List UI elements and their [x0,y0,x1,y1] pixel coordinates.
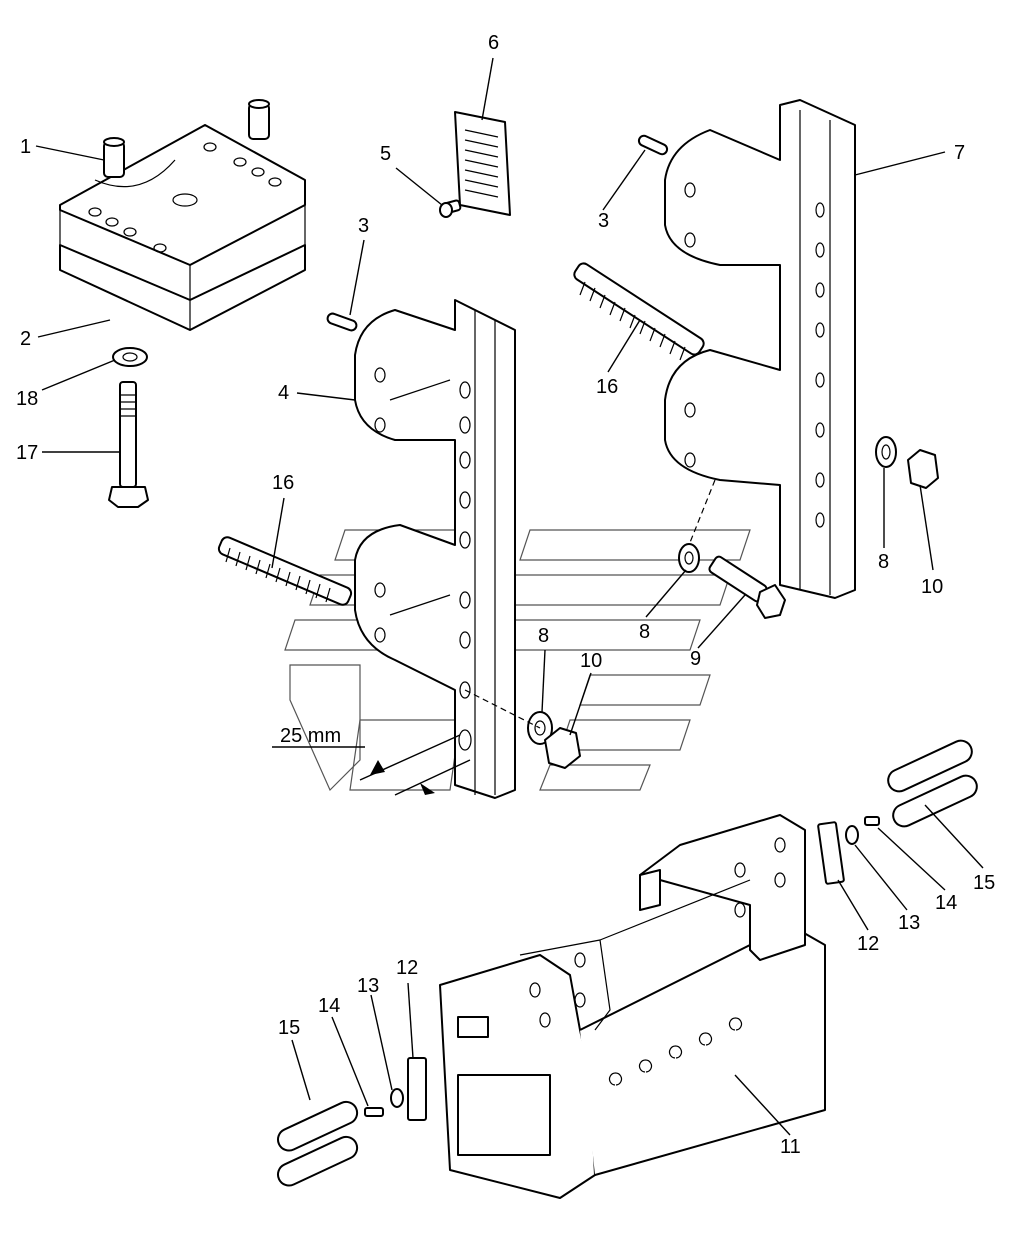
callout-6: 6 [488,32,499,54]
part-threaded-rod-16 [217,262,705,606]
callout-14-left: 14 [318,995,340,1017]
part-pin-3 [326,134,669,332]
part-dowel-1 [103,99,270,178]
dimension-label: 25 mm [280,725,341,747]
callout-2: 2 [20,328,31,350]
callout-16-left: 16 [272,472,294,494]
callout-8-right: 8 [878,551,889,573]
callout-10-lower: 10 [580,650,602,672]
callout-labels: 1 2 18 17 6 5 3 4 16 3 7 16 8 10 8 9 8 1… [16,32,995,1158]
callout-15-right: 15 [973,872,995,894]
callout-15-left: 15 [278,1017,300,1039]
part-bracket-7 [664,99,856,599]
callout-12-left: 12 [396,957,418,979]
callout-11: 11 [780,1136,801,1158]
part-nut-10 [544,449,939,769]
callout-14-right: 14 [935,892,957,914]
callout-8-lower: 8 [538,625,549,647]
part-pin-15 [276,739,978,1187]
part-screw-5 [439,199,462,218]
leader-lines [35,57,984,1136]
dimension-25mm [272,734,471,796]
callout-7: 7 [954,142,965,164]
callout-13-left: 13 [357,975,379,997]
callout-12-right: 12 [857,933,879,955]
part-washer-18 [112,347,148,367]
callout-9: 9 [690,648,701,670]
callout-10-right: 10 [921,576,943,598]
part-screw-14 [364,816,880,1117]
callout-17: 17 [16,442,38,464]
part-washer-13 [390,825,859,1108]
callout-13-right: 13 [898,912,920,934]
part-frame-11 [439,814,826,1199]
callout-18: 18 [16,388,38,410]
callout-16-right: 16 [596,376,618,398]
part-bracket-4 [354,299,516,799]
callout-3-right: 3 [598,210,609,232]
part-bolt-17 [108,381,149,508]
callout-4: 4 [278,382,289,404]
callout-5: 5 [380,143,391,165]
callout-1: 1 [20,136,31,158]
part-block-2 [59,124,306,331]
part-lock-plate-12 [407,821,845,1121]
callout-8-middle: 8 [639,621,650,643]
callout-3-left: 3 [358,215,369,237]
part-bolt-9 [708,555,786,619]
part-plate-6 [454,111,511,216]
